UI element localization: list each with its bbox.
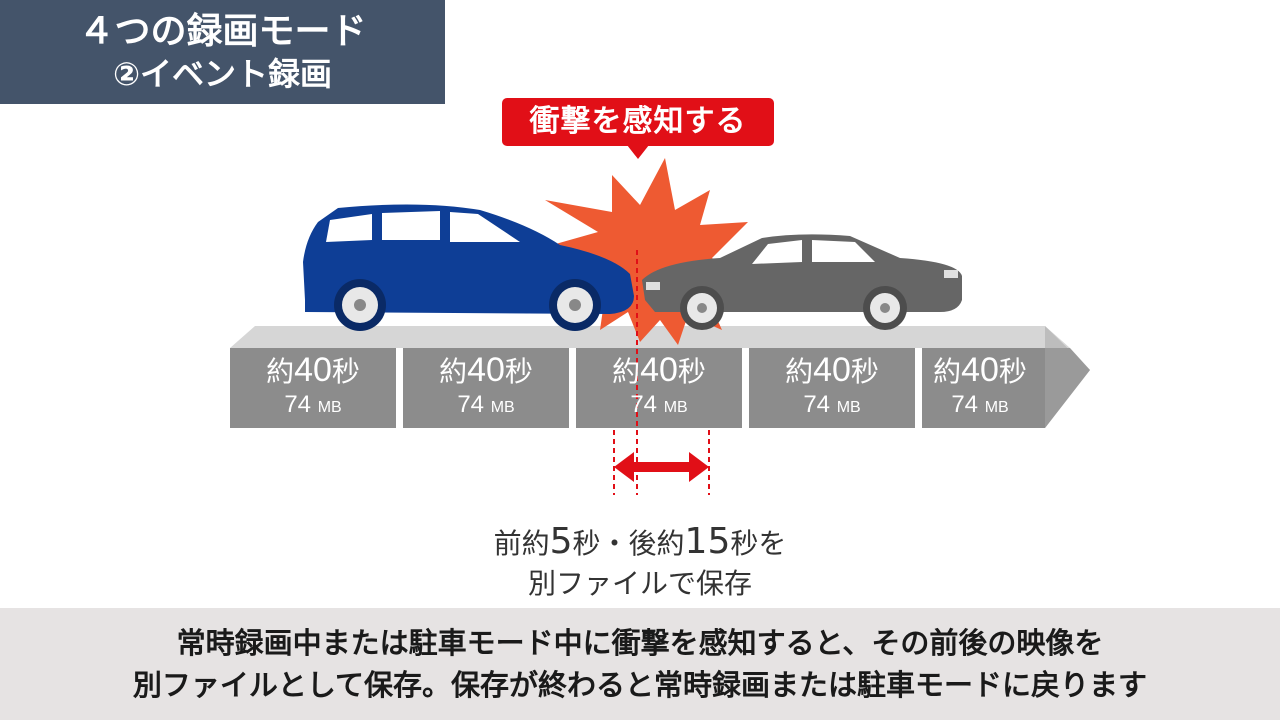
description-line1: 常時録画中または駐車モード中に衝撃を感知すると、その前後の映像を (176, 626, 1104, 660)
gray-sedan-icon (642, 234, 962, 330)
timeline-segment (749, 348, 915, 428)
segment-duration: 約40秒 (933, 351, 1027, 389)
timeline-band (230, 326, 1090, 428)
segment-label: 約40秒 74 MB (233, 352, 393, 424)
description-line2: 別ファイルとして保存。保存が終わると常時録画または駐車モードに戻ります (132, 668, 1148, 702)
alert-pointer (627, 145, 649, 159)
segment-size: 74 MB (284, 391, 342, 418)
segment-duration: 約40秒 (266, 351, 360, 389)
segment-size: 74 MB (457, 391, 515, 418)
segment-label: 約40秒 74 MB (905, 352, 1055, 424)
segment-duration: 約40秒 (785, 351, 879, 389)
caption-line2: 別ファイルで保存 (527, 567, 752, 600)
alert-label: 衝撃を感知する (502, 98, 774, 146)
save-caption: 前約5秒・後約15秒を 別ファイルで保存 (440, 522, 840, 604)
impact-markers (613, 250, 710, 495)
segment-size: 74 MB (630, 391, 688, 418)
title-line1: ４つの録画モード (78, 11, 367, 52)
segment-label: 約40秒 74 MB (406, 352, 566, 424)
timeline-segment (403, 348, 569, 428)
description-band: 常時録画中または駐車モード中に衝撃を感知すると、その前後の映像を 別ファイルとし… (0, 608, 1280, 720)
segment-label: 約40秒 74 MB (579, 352, 739, 424)
timeline-segment (922, 348, 1045, 428)
double-arrow-icon (614, 452, 709, 482)
caption-line1: 前約5秒・後約15秒を (493, 521, 787, 562)
blue-minivan-icon (303, 204, 634, 331)
timeline-segment (576, 348, 742, 428)
segment-size: 74 MB (951, 391, 1009, 418)
title-box: ４つの録画モード ②イベント録画 (0, 0, 445, 104)
timeline-segment (230, 348, 396, 428)
segment-size: 74 MB (803, 391, 861, 418)
title-line2: ②イベント録画 (112, 55, 333, 93)
segment-duration: 約40秒 (439, 351, 533, 389)
segment-label: 約40秒 74 MB (752, 352, 912, 424)
segment-duration: 約40秒 (612, 351, 706, 389)
